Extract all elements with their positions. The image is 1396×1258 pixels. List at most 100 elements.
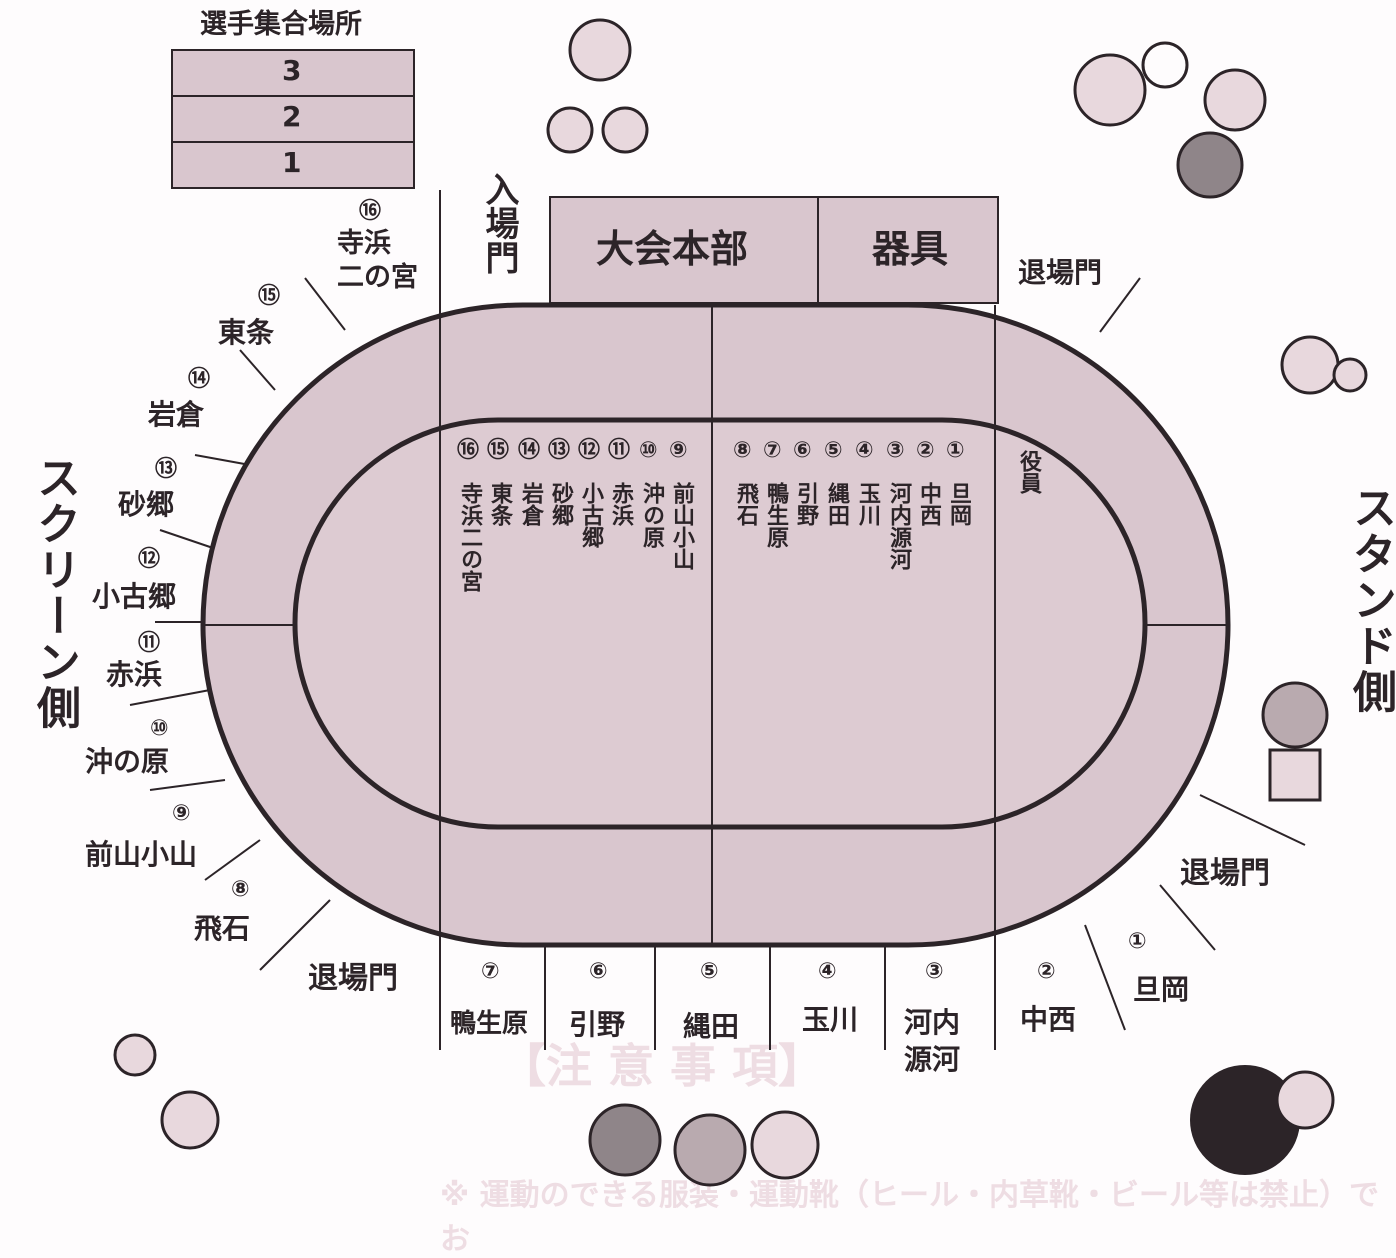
team-6-label-bottom: 引野 (569, 1008, 626, 1041)
leader-10 (149, 779, 226, 791)
assembly-row-3: 3 (282, 54, 302, 87)
team-14-number: ⑭ (188, 367, 211, 392)
leader-2 (1084, 924, 1126, 1031)
field-team-9-number: ⑨ (669, 438, 688, 463)
team-10-label: 沖の原 (85, 745, 170, 778)
team-9-label: 前山小山 (85, 838, 198, 871)
team-4-label-bottom: 玉川 (802, 1003, 859, 1036)
team-5-number-bottom: ⑤ (700, 959, 719, 984)
stand-side-label: スタンド側 (1345, 485, 1396, 715)
field-team-14-number: ⑭ (518, 438, 541, 463)
team-15-label: 東条 (218, 316, 275, 349)
team-2-number-bottom: ② (1037, 959, 1056, 984)
bear-whistle-illustration (1261, 681, 1329, 802)
team-8-label: 飛石 (194, 912, 251, 945)
team-16-label-b: 二の宮 (337, 262, 418, 293)
ball-toss-illustration (1073, 41, 1267, 199)
inner-track (292, 417, 1148, 830)
team-10-number: ⑩ (150, 716, 169, 741)
rabbit-cheer-illustration (1280, 335, 1368, 395)
team-7-number-bottom: ⑦ (481, 959, 500, 984)
field-team-15-number: ⑮ (487, 438, 510, 463)
leader-14 (194, 454, 251, 466)
field-team-2-number: ② (916, 438, 935, 463)
field-team-4-number: ④ (855, 438, 874, 463)
assembly-title: 選手集合場所 (200, 9, 362, 40)
field-team-7-number: ⑦ (763, 438, 782, 463)
team-14-label: 岩倉 (148, 398, 205, 431)
leader-lines (129, 190, 1306, 1050)
cheer-kids-illustration (546, 18, 649, 154)
team-13-label: 砂郷 (118, 488, 175, 521)
field-team-15-name: 東条 (487, 482, 512, 526)
leader-exit-right (1199, 794, 1306, 846)
field-team-8-name: 飛石 (733, 482, 758, 526)
field-team-13-name: 砂郷 (548, 482, 573, 526)
field-team-11-number: ⑪ (608, 438, 631, 463)
footer-ghost-text: ※ 運動のできる服装・運動靴（ヒール・内草靴・ビール等は禁止）でお (440, 1178, 1380, 1257)
headquarters-box (549, 196, 819, 304)
field-layout (129, 49, 1306, 1050)
assembly-row-1: 1 (282, 146, 302, 179)
field-team-11-name: 赤浜 (608, 482, 633, 526)
team-2-label-bottom: 中西 (1020, 1003, 1077, 1036)
field-team-16-number: ⑯ (457, 438, 480, 463)
field-team-7-name: 鴨生原 (763, 482, 788, 548)
field-team-1-number: ① (946, 438, 965, 463)
headquarters-label: 大会本部 (596, 227, 749, 271)
team-3-number-bottom: ③ (925, 959, 944, 984)
team-9-number: ⑨ (172, 801, 191, 826)
field-team-2-name: 中西 (916, 482, 941, 526)
leader-15 (239, 349, 276, 391)
team-7-label-bottom: 鴨生原 (450, 1009, 529, 1039)
field-team-4-name: 玉川 (855, 482, 880, 526)
team-1-label: 旦岡 (1133, 973, 1190, 1006)
field-team-3-name: 河内源河 (886, 482, 911, 570)
leader-1 (1159, 884, 1216, 951)
field-team-5-number: ⑤ (824, 438, 843, 463)
leader-13 (159, 529, 214, 549)
team-3-label-bottom-a: 河内 (904, 1006, 961, 1039)
team-4-number-bottom: ④ (818, 959, 837, 984)
field-team-6-name: 引野 (793, 482, 818, 526)
team-11-number: ⑪ (138, 631, 161, 656)
team-5-label-bottom: 縄田 (683, 1010, 740, 1043)
animal-trio-illustration (588, 1103, 820, 1187)
field-team-13-number: ⑬ (548, 438, 571, 463)
screen-side-label: スクリーン側 (29, 455, 80, 731)
field-team-14-name: 岩倉 (518, 482, 543, 526)
team-12-label: 小古郷 (92, 580, 177, 613)
team-16-label-a: 寺浜 (337, 228, 391, 259)
equipment-label: 器具 (872, 227, 949, 271)
field-team-10-name: 沖の原 (639, 482, 664, 548)
team-6-number-bottom: ⑥ (589, 959, 608, 984)
leader-11 (129, 689, 211, 706)
field-team-3-number: ③ (886, 438, 905, 463)
field-team-16-name: 寺浜二の宮 (457, 482, 482, 592)
field-team-12-number: ⑫ (578, 438, 601, 463)
team-1-number: ① (1128, 929, 1147, 954)
exit-gate-bottom-left: 退場門 (308, 961, 398, 996)
team-8-number: ⑧ (231, 877, 250, 902)
field-team-10-number: ⑩ (639, 438, 658, 463)
leader-16 (304, 277, 346, 331)
leader-exit-top (1099, 277, 1141, 333)
exit-gate-right: 退場門 (1180, 856, 1270, 891)
field-team-12-name: 小古郷 (578, 482, 603, 548)
team-16-number: ⑯ (359, 199, 382, 224)
team-11-label: 赤浜 (106, 658, 163, 691)
entrance-gate-label: 入場門 (479, 172, 519, 274)
team-15-number: ⑮ (258, 284, 281, 309)
field-team-9-name: 前山小山 (669, 482, 694, 570)
bees-illustration (113, 1033, 220, 1150)
team-3-label-bottom-b: 源河 (904, 1043, 961, 1076)
leader-8 (259, 899, 331, 971)
field-team-1-name: 旦岡 (946, 482, 971, 526)
leader-9 (204, 839, 261, 881)
ball-roll-illustration (1190, 1065, 1335, 1175)
assembly-boxes (171, 49, 415, 189)
field-team-6-number: ⑥ (793, 438, 812, 463)
officials-label: 役員 (1016, 450, 1041, 494)
assembly-row-2: 2 (282, 100, 302, 133)
exit-gate-top-right: 退場門 (1018, 256, 1103, 289)
